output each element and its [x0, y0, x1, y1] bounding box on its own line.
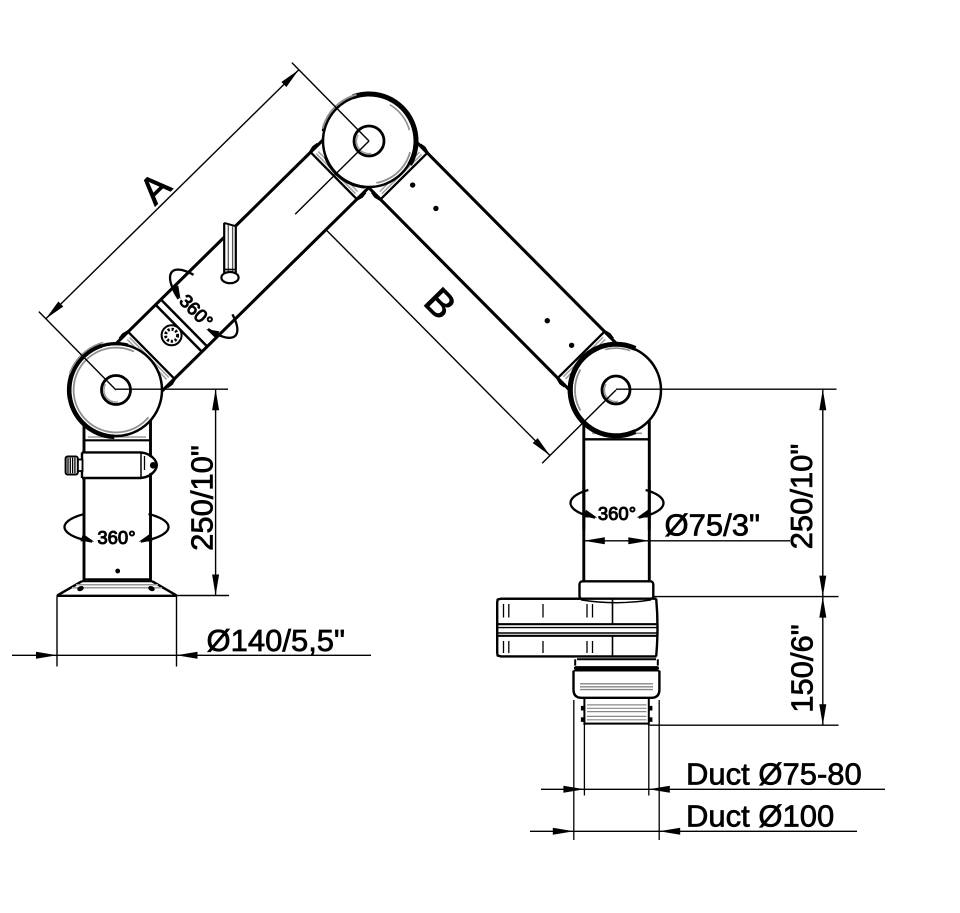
svg-text:360°: 360°	[598, 503, 636, 524]
svg-text:Duct Ø100: Duct Ø100	[686, 799, 834, 834]
svg-text:150/6": 150/6"	[785, 624, 820, 713]
svg-text:250/10": 250/10"	[784, 444, 819, 550]
svg-text:Duct Ø75-80: Duct Ø75-80	[686, 757, 862, 792]
svg-text:Ø75/3": Ø75/3"	[665, 508, 760, 543]
svg-text:250/10": 250/10"	[185, 445, 220, 551]
svg-text:Ø140/5,5": Ø140/5,5"	[207, 623, 346, 658]
svg-text:360°: 360°	[97, 527, 135, 548]
